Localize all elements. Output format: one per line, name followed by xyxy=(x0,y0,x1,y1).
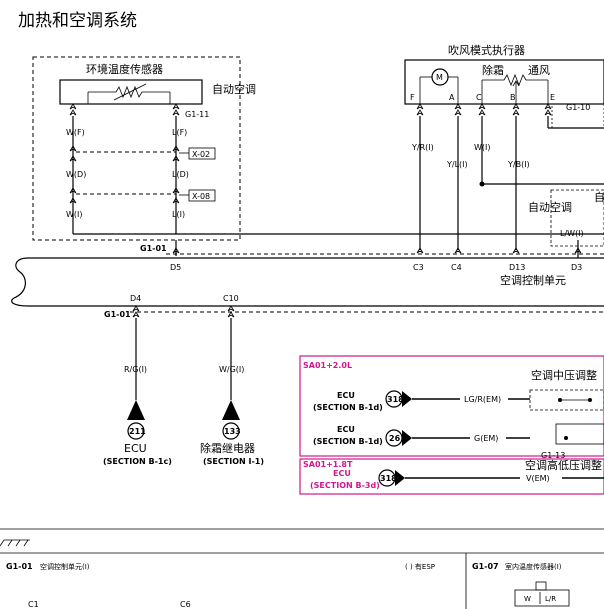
svg-text:(SECTION B-1d): (SECTION B-1d) xyxy=(313,437,383,446)
svg-text:C4: C4 xyxy=(451,263,462,272)
wire-wf: W(F) xyxy=(66,128,85,137)
svg-text:自: 自 xyxy=(594,191,604,204)
svg-text:ECU: ECU xyxy=(337,391,355,400)
svg-text:室内温度传感器(I): 室内温度传感器(I) xyxy=(505,562,562,571)
svg-text:D4: D4 xyxy=(130,294,141,303)
svg-text:C10: C10 xyxy=(223,294,239,303)
connector-g1-01-top: G1-01 xyxy=(140,244,167,253)
wire-y-r: Y/R(I) xyxy=(411,143,434,152)
splice-x-08: X-08 xyxy=(192,192,210,201)
thermistor-arrow xyxy=(113,83,147,101)
ambient-sensor-box xyxy=(32,56,241,241)
svg-text:C6: C6 xyxy=(180,600,191,609)
svg-text:SA01+2.0L: SA01+2.0L xyxy=(303,361,352,370)
wire-wd: W(D) xyxy=(66,170,86,179)
wire-lg-r: LG/R(EM) xyxy=(464,395,501,404)
svg-text:B: B xyxy=(510,93,516,102)
sa01-18t-box xyxy=(299,458,604,495)
pressure-mid-label: 空调中压调整 xyxy=(531,368,597,382)
right-auto-ac-label: 自动空调 xyxy=(528,200,572,214)
wire-l-w: L/W(I) xyxy=(560,229,584,238)
svg-text:D13: D13 xyxy=(509,263,525,272)
svg-text:(SECTION B-1c): (SECTION B-1c) xyxy=(103,457,172,466)
page-title: 加热和空调系统 xyxy=(18,11,137,31)
mode-actuator-body xyxy=(404,59,604,105)
connector-g1-01-bottom: G1-01 xyxy=(104,310,131,319)
wire-g: G(EM) xyxy=(474,434,498,443)
wire-w: W(I) xyxy=(474,143,491,152)
svg-text:C: C xyxy=(476,93,482,102)
defrost-relay-arrow xyxy=(222,400,240,420)
ecu-label: ECU xyxy=(124,442,147,455)
svg-text:(SECTION B-3d): (SECTION B-3d) xyxy=(310,481,380,490)
svg-text:E: E xyxy=(550,93,555,102)
splice-x-02: X-02 xyxy=(192,150,210,159)
mode-pot-resistor xyxy=(482,73,548,87)
svg-text:C3: C3 xyxy=(413,263,424,272)
svg-text:C1: C1 xyxy=(28,600,39,609)
defrost-relay-label: 除霜继电器 xyxy=(200,441,255,455)
defrost-label: 除霜 xyxy=(482,63,504,77)
svg-text:SA01+1.8T: SA01+1.8T xyxy=(303,460,353,469)
footer-connector-g1-07: G1-07 xyxy=(472,562,499,571)
svg-text:空调控制单元(I): 空调控制单元(I) xyxy=(40,562,90,571)
wire-ld: L(D) xyxy=(172,170,189,179)
wire-w-g: W/G(I) xyxy=(219,365,244,374)
svg-text:(SECTION I-1): (SECTION I-1) xyxy=(203,457,264,466)
wire-y-l: Y/L(I) xyxy=(446,160,468,169)
vent-label: 通风 xyxy=(528,64,550,77)
svg-text:( ) 有ESP: ( ) 有ESP xyxy=(405,562,435,571)
control-unit-label: 空调控制单元 xyxy=(500,273,566,287)
wire-lf: L(F) xyxy=(172,128,187,137)
ecu-arrow xyxy=(127,400,145,420)
connector-g1-11: G1-11 xyxy=(185,110,209,119)
ground-icon xyxy=(0,539,30,547)
wire-v: V(EM) xyxy=(526,474,550,483)
ambient-sensor-label: 环境温度传感器 xyxy=(86,62,163,76)
sa01-20l-box xyxy=(299,355,604,457)
svg-text:ECU: ECU xyxy=(333,469,351,478)
wire-wi: W(I) xyxy=(66,210,83,219)
footer-connector-g1-01: G1-01 xyxy=(6,562,33,571)
svg-text:D3: D3 xyxy=(571,263,582,272)
svg-text:318: 318 xyxy=(387,395,404,404)
wire-li: L(I) xyxy=(172,210,185,219)
connector-g1-10: G1-10 xyxy=(566,103,590,112)
svg-text:(SECTION B-1d): (SECTION B-1d) xyxy=(313,403,383,412)
svg-text:L/R: L/R xyxy=(545,595,556,603)
svg-text:M: M xyxy=(436,73,443,82)
svg-text:D5: D5 xyxy=(170,263,181,272)
svg-text:26: 26 xyxy=(389,434,401,443)
connector-g1-13: G1-13 xyxy=(541,451,565,460)
ambient-auto-ac-label: 自动空调 xyxy=(212,82,256,96)
pressure-hilo-label: 空调高低压调整 xyxy=(525,458,602,472)
wire-r-g: R/G(I) xyxy=(124,365,147,374)
svg-text:W: W xyxy=(524,595,531,603)
svg-text:A: A xyxy=(449,93,455,102)
svg-text:133: 133 xyxy=(224,427,241,436)
control-unit-outline xyxy=(11,257,604,307)
svg-text:ECU: ECU xyxy=(337,425,355,434)
ambient-sensor-body xyxy=(59,79,203,105)
thermistor-symbol xyxy=(88,85,170,99)
svg-text:318: 318 xyxy=(380,474,397,483)
mode-actuator-label: 吹风模式执行器 xyxy=(448,43,525,57)
svg-text:211: 211 xyxy=(129,427,146,436)
svg-text:F: F xyxy=(410,93,415,102)
wire-y-b: Y/B(I) xyxy=(507,160,530,169)
